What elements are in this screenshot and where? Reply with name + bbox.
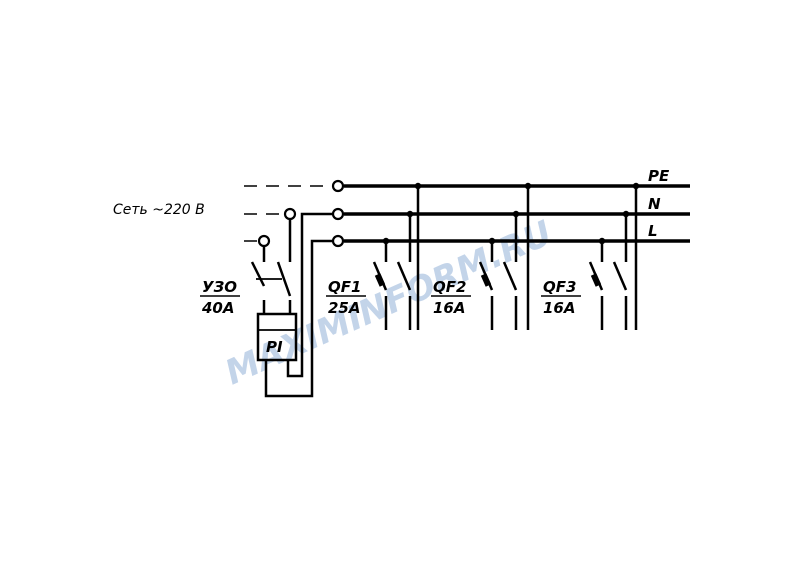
incoming-dashed-lines bbox=[244, 185, 332, 242]
rcd-top-l-terminal bbox=[257, 234, 271, 248]
n-terminal bbox=[331, 207, 345, 221]
qf1-name: QF1 bbox=[328, 278, 361, 296]
l-bus-label: L bbox=[648, 222, 658, 240]
rcd-top-n-terminal bbox=[283, 207, 297, 221]
n-bus-label: N bbox=[648, 195, 661, 213]
pe-bus-label: PE bbox=[648, 167, 670, 185]
rcd-rating: 40А bbox=[201, 299, 234, 317]
junction-dots bbox=[382, 182, 640, 245]
meter bbox=[256, 312, 298, 362]
meter-name: PI bbox=[266, 338, 283, 356]
qf1-rating: 25А bbox=[328, 299, 360, 317]
qf3-breaker bbox=[588, 186, 638, 330]
qf3-trip-mark bbox=[590, 273, 602, 287]
meter-wiring bbox=[264, 212, 333, 398]
qf1-breaker bbox=[372, 186, 420, 330]
qf1-trip-mark bbox=[374, 273, 386, 287]
qf2-breaker bbox=[478, 186, 530, 330]
rcd-switch bbox=[250, 219, 292, 314]
terminals bbox=[257, 179, 345, 248]
qf3-name: QF3 bbox=[543, 278, 576, 296]
qf3-rating: 16А bbox=[543, 299, 575, 317]
source-label: Сеть ~220 В bbox=[113, 202, 205, 218]
qf2-name: QF2 bbox=[433, 278, 466, 296]
qf2-rating: 16А bbox=[433, 299, 465, 317]
rcd-name: УЗО bbox=[202, 278, 237, 296]
l-terminal bbox=[331, 234, 345, 248]
qf2-trip-mark bbox=[480, 273, 492, 287]
pe-terminal bbox=[331, 179, 345, 193]
